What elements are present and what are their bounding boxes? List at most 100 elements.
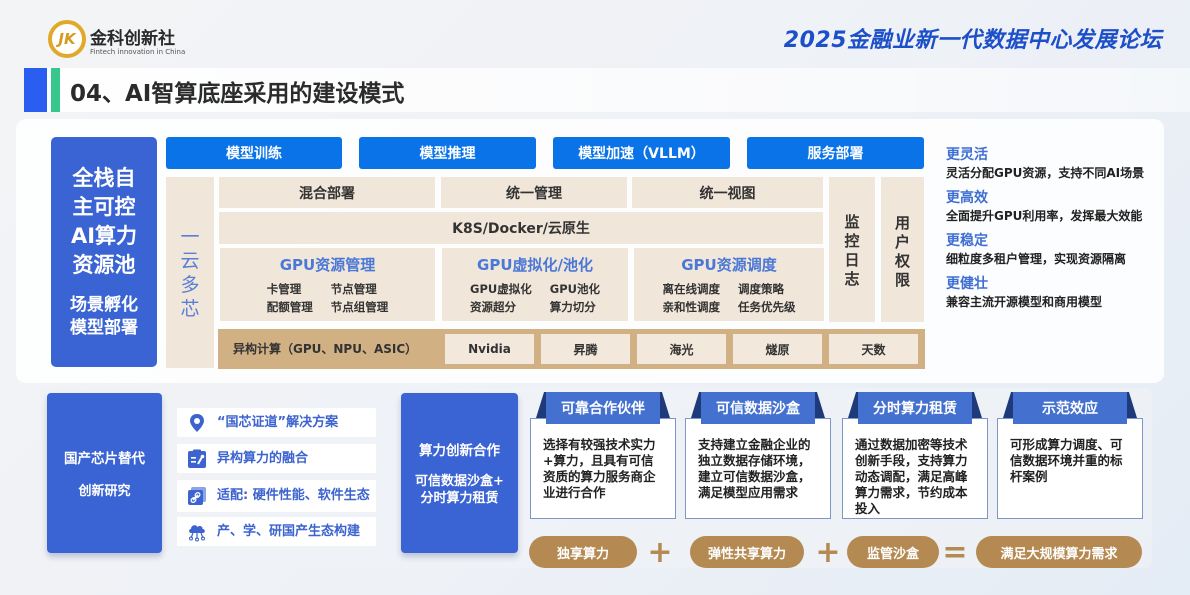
card-demonstration-effect: 可形成算力调度、可信数据环境并重的标杆案例 示范效应 [997,392,1143,520]
scenario-line: 模型部署 [70,318,138,338]
plus-icon: + [647,534,673,570]
innovation-title: 算力创新合作 [419,443,500,459]
benefit-item: 更稳定 细粒度多租户管理，实现资源隔离 [946,232,1146,267]
clipboard-tools-icon [188,449,206,468]
domestic-chip-subtitle: 创新研究 [78,483,131,499]
k8s-docker-cloud-native: K8S/Docker/云原生 [219,212,823,244]
list-item: 产、学、研国产生态构建 [177,517,376,546]
benefit-item: 更灵活 灵活分配GPU资源，支持不同AI场景 [946,146,1146,181]
chip-hygon: 海光 [637,334,726,364]
monitoring-char: 监 [844,213,860,231]
pill-elastic-shared-compute: 弹性共享算力 [690,536,804,568]
full-stack-line: AI算力 [70,224,138,248]
cloud-char: 云 [180,249,200,272]
one-cloud-multi-chip: 一 云 多 芯 [166,177,214,368]
cloud-char: 一 [180,225,200,248]
forum-title: 2025金融业新一代数据中心发展论坛 [783,28,1162,53]
benefit-item: 更健壮 兼容主流开源模型和商用模型 [946,275,1146,310]
card-body: 通过数据加密等技术创新手段，支持算力动态调配，满足高峰算力需求，节约成本投入 [842,418,988,519]
cloud-network-icon [189,524,205,541]
service-model-training: 模型训练 [166,137,342,169]
benefit-title: 更高效 [946,190,988,206]
innovation-line: 可信数据沙盒+ [415,474,504,489]
list-item: 适配: 硬件性能、软件生态 [177,480,376,512]
card-body: 选择有较强技术实力+算力，且具有可信资质的算力服务商企业进行合作 [530,418,676,519]
logo-mark: JK [48,20,86,58]
full-stack-line: 资源池 [72,253,136,277]
module-item: GPU虚拟化 [470,282,532,296]
full-stack-line: 全栈自 [72,166,136,190]
heterogeneous-compute-label: 异构计算（GPU、NPU、ASIC） [233,342,418,356]
pill-large-scale-demand: 满足大规模算力需求 [976,536,1142,568]
benefit-title: 更稳定 [946,233,988,249]
module-title: GPU资源管理 [279,256,376,274]
benefit-desc: 全面提升GPU利用率，发挥最大效能 [946,209,1143,223]
plus-icon: + [815,534,841,570]
module-item: 亲和性调度 [662,300,721,314]
card-body: 可形成算力调度、可信数据环境并重的标杆案例 [997,418,1143,519]
module-item: 节点管理 [330,282,377,296]
page-title: 04、AI智算底座采用的建设模式 [70,81,405,107]
user-permissions: 用 户 权 限 [881,177,924,322]
module-item: 资源超分 [470,300,517,314]
cloud-char: 芯 [180,297,200,320]
logo: JK 金科创新社 Fintech innovation in China [48,18,198,62]
link-icon [188,487,206,505]
logo-name: 金科创新社 [90,29,175,49]
equals-icon: = [942,534,968,570]
list-item: 异构算力的融合 [177,444,376,473]
permission-char: 限 [894,271,910,289]
monitoring-char: 志 [844,270,860,288]
module-item: 任务优先级 [738,300,796,314]
cloud-char: 多 [180,273,200,296]
card-title: 可信数据沙盒 [701,392,815,424]
module-item: GPU池化 [549,282,600,296]
title-bar [24,68,1190,112]
module-title: GPU资源调度 [681,256,777,274]
list-item: “国芯证道”解决方案 [177,408,376,437]
module-item: 算力切分 [549,300,596,314]
benefit-desc: 细粒度多租户管理，实现资源隔离 [946,252,1127,266]
chip-enflame: 燧原 [733,334,822,364]
card-title: 分时算力租赁 [858,392,972,424]
module-item: 节点组管理 [330,300,389,314]
list-item-text: 产、学、研国产生态构建 [217,523,361,539]
chip-nvidia: Nvidia [445,334,534,364]
module-item: 离在线调度 [662,282,721,296]
benefit-item: 更高效 全面提升GPU利用率，发挥最大效能 [946,189,1146,224]
monitoring-char: 控 [844,232,860,250]
pill-regulatory-sandbox: 监管沙盒 [847,536,939,568]
full-stack-block: 全栈自 主可控 AI算力 资源池 场景孵化 模型部署 [51,137,157,367]
card-trusted-sandbox: 支持建立金融企业的独立数据存储环境，建立可信数据沙盒，满足模型应用需求 可信数据… [685,392,831,520]
permission-char: 户 [894,233,910,251]
card-body: 支持建立金融企业的独立数据存储环境，建立可信数据沙盒，满足模型应用需求 [685,418,831,519]
list-item-text: 异构算力的融合 [217,450,309,466]
module-title: GPU虚拟化/池化 [477,256,593,274]
card-time-share-leasing: 通过数据加密等技术创新手段，支持算力动态调配，满足高峰算力需求，节约成本投入 分… [842,392,988,520]
unified-view: 统一视图 [632,177,823,208]
module-item: 卡管理 [266,282,302,296]
hybrid-deployment: 混合部署 [219,177,435,208]
module-gpu-resource-management: GPU资源管理 卡管理 节点管理 配额管理 节点组管理 [220,248,435,321]
list-item-text: “国芯证道”解决方案 [217,414,339,430]
permission-char: 用 [894,214,910,232]
scenario-line: 场景孵化 [70,295,138,315]
benefit-desc: 灵活分配GPU资源，支持不同AI场景 [946,166,1145,180]
service-model-inference: 模型推理 [359,137,536,169]
pill-dedicated-compute: 独享算力 [529,536,637,568]
title-accent-blue [24,68,47,112]
domestic-chip-title: 国产芯片替代 [64,450,145,467]
service-deployment: 服务部署 [747,137,924,169]
service-model-acceleration: 模型加速（VLLM） [553,137,730,169]
chip-ascend: 昇腾 [541,334,630,364]
module-item: 调度策略 [738,282,784,296]
title-accent-green [51,68,60,112]
chip-iluvatar: 天数 [829,334,918,364]
card-title: 示范效应 [1013,392,1127,424]
benefit-desc: 兼容主流开源模型和商用模型 [946,295,1103,309]
benefit-title: 更灵活 [946,147,988,163]
logo-tagline: Fintech innovation in China [90,48,186,56]
card-reliable-partner: 选择有较强技术实力+算力，且具有可信资质的算力服务商企业进行合作 可靠合作伙伴 [530,392,676,520]
monitoring-logs: 监 控 日 志 [829,177,875,322]
full-stack-line: 主可控 [72,195,136,219]
